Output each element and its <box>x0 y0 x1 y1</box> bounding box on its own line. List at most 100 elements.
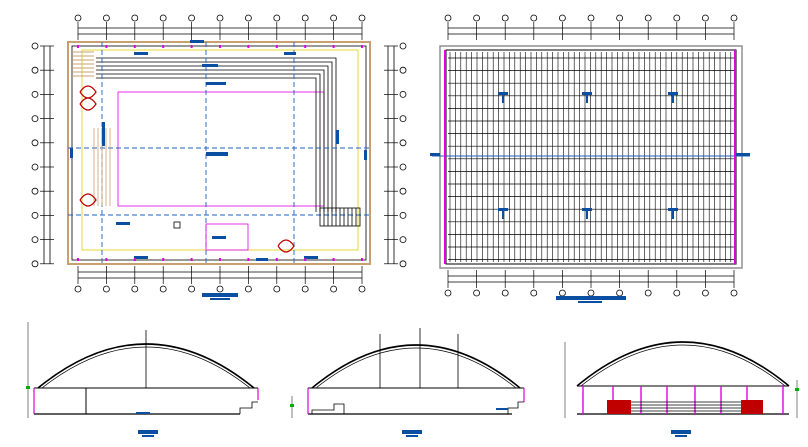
axis-bubble <box>244 285 252 293</box>
column <box>105 45 108 48</box>
section-tag <box>136 412 150 414</box>
roof-outline <box>445 49 737 265</box>
axis-bubble <box>587 289 595 297</box>
column <box>133 45 136 48</box>
bleachers <box>96 57 337 212</box>
section-2-drawing <box>290 328 525 437</box>
axis-bubble <box>399 211 407 219</box>
room-tags <box>70 40 367 261</box>
column <box>77 258 79 261</box>
axis-bubble <box>31 187 39 195</box>
axis-bubble <box>31 91 39 98</box>
column <box>275 45 278 48</box>
axis-bubble <box>103 285 110 293</box>
axis-bubble <box>131 285 139 293</box>
axis-bubble <box>399 163 407 171</box>
column <box>247 45 250 48</box>
axis-bubble <box>74 14 82 22</box>
column <box>190 258 193 261</box>
level-marker <box>26 386 30 389</box>
column <box>361 258 363 261</box>
axis-bubble <box>399 260 407 268</box>
axis-bubble <box>673 14 681 22</box>
axis-bubble <box>399 115 407 122</box>
left-stair <box>72 51 94 77</box>
axis-bubble <box>31 115 39 122</box>
arch-roof-inner <box>580 344 786 387</box>
building-outline <box>67 41 371 265</box>
left-stair-profile <box>311 403 345 414</box>
axis-bubble <box>444 14 452 22</box>
axis-bubble <box>730 14 738 22</box>
step-profile <box>239 401 258 414</box>
section-3-drawing <box>564 341 799 437</box>
axis-bubble <box>587 14 595 22</box>
axis-bubble <box>730 289 738 297</box>
axis-bubble <box>616 14 624 22</box>
column-marker <box>173 221 181 229</box>
axis-bubble <box>616 289 624 297</box>
axis-bubble <box>444 289 452 297</box>
axis-bubble <box>273 14 281 22</box>
axis-bubble <box>301 14 309 22</box>
axis-bubble <box>701 289 709 297</box>
axis-bubble <box>31 260 39 268</box>
axis-bubble <box>74 285 82 293</box>
axis-bubble <box>399 66 407 74</box>
section-1-view <box>20 318 270 442</box>
axis-bubble <box>216 14 224 22</box>
axis-bubble <box>188 14 196 22</box>
axis-bubble <box>159 285 167 293</box>
arch-roof-outer <box>576 341 790 387</box>
roof-plan-view <box>428 10 768 310</box>
axis-bubble <box>399 236 407 244</box>
roof-slope-tags <box>430 92 750 219</box>
axis-bubble <box>159 14 167 22</box>
column <box>105 258 108 261</box>
axis-bubble <box>399 139 407 147</box>
axis-bubble <box>358 285 366 293</box>
column <box>275 258 278 261</box>
column <box>133 258 136 261</box>
column <box>332 258 335 261</box>
column <box>332 45 335 48</box>
section-1-title-bar <box>138 430 158 437</box>
level-marker <box>795 388 799 391</box>
court-area <box>117 91 325 207</box>
side-dimension-chains <box>43 46 395 264</box>
roof-frame <box>439 45 743 269</box>
roof-ribs <box>448 52 734 262</box>
circulation-line <box>81 49 359 251</box>
roof-plan-drawing <box>430 14 750 303</box>
top-axis-markers <box>74 14 366 40</box>
axis-bubble <box>701 14 709 22</box>
column <box>162 258 165 261</box>
floor-plan-title-bar <box>202 293 238 300</box>
axis-bubble <box>31 139 39 147</box>
right-stair <box>319 207 361 227</box>
column <box>190 45 193 48</box>
roof-edge-markers <box>444 50 736 264</box>
side-axis-markers <box>31 42 407 268</box>
axis-bubble <box>673 289 681 297</box>
section-3-view <box>555 318 805 442</box>
bleacher-rows <box>631 401 741 412</box>
axis-bubble <box>558 289 566 297</box>
axis-bubble <box>399 91 407 98</box>
axis-bubble <box>301 285 309 293</box>
right-step-profile <box>507 401 524 414</box>
door-right <box>741 400 763 414</box>
floor-plan-view <box>30 10 410 310</box>
axis-bubble <box>31 211 39 219</box>
axis-bubble <box>330 14 338 22</box>
axis-bubble <box>216 285 224 293</box>
section-1-drawing <box>26 322 259 437</box>
axis-bubble <box>473 289 480 297</box>
axis-bubble <box>473 14 480 22</box>
level-marker <box>290 404 294 407</box>
column <box>77 45 79 48</box>
structural-columns <box>77 45 363 261</box>
section-2-title-bar <box>402 430 422 437</box>
axis-bubble <box>530 14 538 22</box>
